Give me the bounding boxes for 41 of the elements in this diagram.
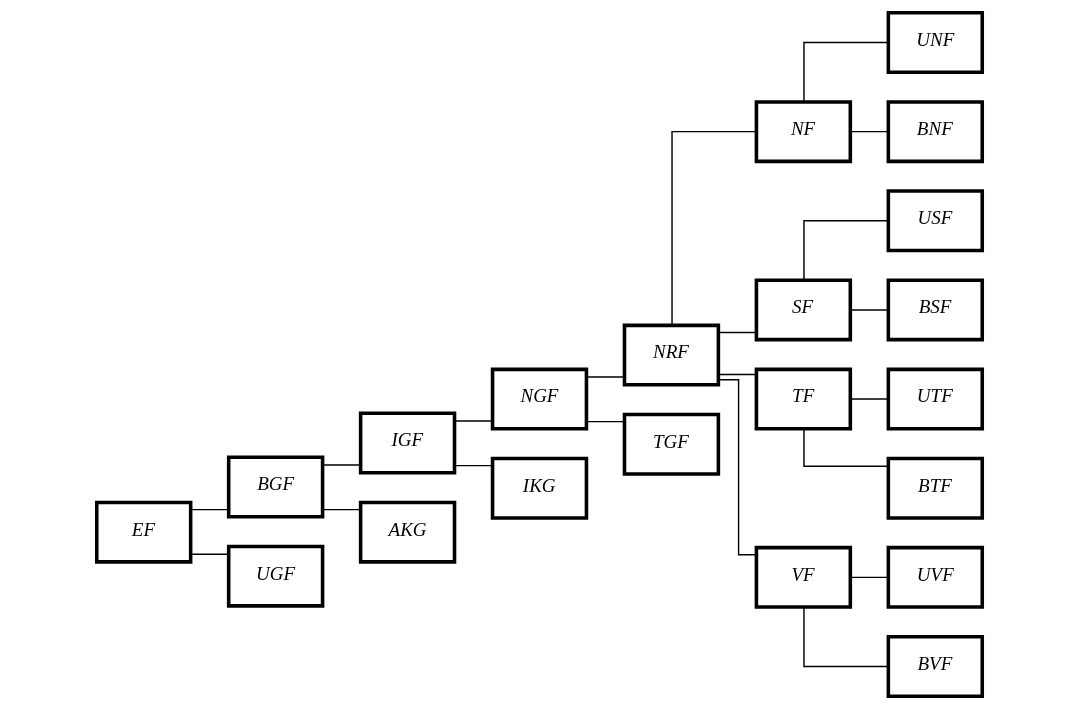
node-box: IKG — [490, 456, 588, 520]
connector — [717, 373, 757, 376]
node-box: UGF — [226, 544, 324, 608]
connector — [802, 606, 889, 668]
node-box: BGF — [226, 455, 324, 519]
connector — [585, 376, 625, 378]
connector — [453, 464, 493, 467]
node-box: USF — [886, 189, 984, 253]
node-box: NRF — [622, 323, 720, 387]
connector — [802, 220, 889, 281]
node-box: NF — [754, 100, 852, 164]
connector — [321, 464, 361, 466]
node-box: UTF — [886, 367, 984, 431]
node-box: TGF — [622, 412, 720, 476]
node-box: SF — [754, 278, 852, 342]
connector — [189, 508, 229, 511]
connector — [849, 309, 889, 311]
node-box: BVF — [886, 635, 984, 698]
node-box: UNF — [886, 11, 984, 74]
node-box: TF — [754, 367, 852, 431]
connector — [849, 130, 889, 133]
node-box: BSF — [886, 278, 984, 342]
connector — [321, 508, 361, 511]
connector — [717, 331, 757, 334]
connector — [453, 420, 493, 422]
connector — [802, 428, 889, 467]
node-box: EF — [94, 500, 192, 564]
connector — [189, 553, 229, 555]
connector — [670, 130, 757, 326]
node-box: BNF — [886, 100, 984, 164]
connector — [802, 41, 889, 103]
node-box: AKG — [358, 500, 456, 564]
connector — [849, 398, 889, 400]
connector — [849, 576, 889, 579]
node-box: NGF — [490, 367, 588, 431]
node-box: UVF — [886, 545, 984, 609]
node-box: IGF — [358, 411, 456, 475]
node-box: BTF — [886, 456, 984, 520]
node-box: VF — [754, 545, 852, 609]
connector — [585, 420, 625, 423]
connector — [717, 378, 757, 556]
